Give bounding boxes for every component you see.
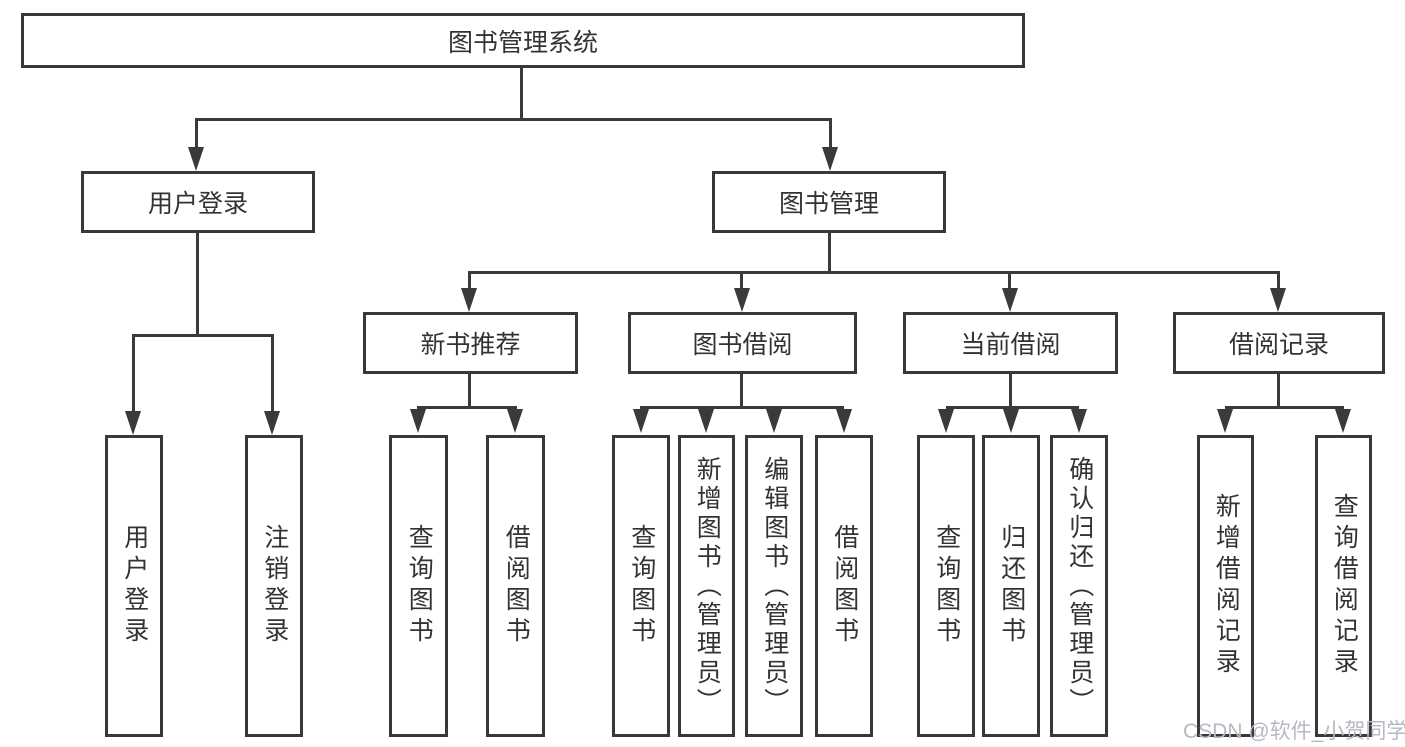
- leaf-user-login: 用户登录: [105, 435, 163, 737]
- arrowhead-down: [1071, 409, 1087, 433]
- node-current-borrow-label: 当前借阅: [960, 331, 1061, 359]
- connector-borrow-records-split: [1225, 406, 1344, 409]
- connector-current-borrow-drop: [1008, 271, 1011, 293]
- connector-book-borrow-split: [640, 406, 844, 409]
- node-book-borrow-label: 图书借阅: [692, 331, 793, 359]
- arrowhead-down: [507, 409, 523, 433]
- connector-current-borrow-split: [946, 406, 1079, 409]
- node-borrow-records: 借阅记录: [1173, 312, 1385, 374]
- leaf-add-borrow-record: 新增借阅记录: [1197, 435, 1254, 737]
- arrowhead-down: [1002, 288, 1018, 312]
- leaf-user-login-label: 用户登录: [120, 524, 149, 648]
- node-new-book-recommend-label: 新书推荐: [420, 331, 521, 359]
- leaf-edit-books-admin: 编辑图书（管理员）: [745, 435, 803, 737]
- leaf-borrow-books-recommend: 借阅图书: [486, 435, 545, 737]
- node-book-management-label: 图书管理: [778, 190, 879, 218]
- arrowhead-down: [188, 147, 204, 171]
- leaf-query-books-recommend: 查询图书: [389, 435, 448, 737]
- leaf-confirm-return-admin-label: 确认归还（管理员）: [1065, 455, 1094, 717]
- leaf-add-books-admin-label: 新增图书（管理员）: [693, 455, 722, 717]
- connector-new-books-split: [417, 406, 517, 409]
- leaf-borrow-books: 借阅图书: [815, 435, 873, 737]
- arrowhead-down: [633, 409, 649, 433]
- connector-root-stem: [520, 66, 523, 120]
- leaf-edit-books-admin-label: 编辑图书（管理员）: [760, 455, 789, 717]
- arrowhead-down: [938, 409, 954, 433]
- leaf-query-borrow-record: 查询借阅记录: [1315, 435, 1372, 737]
- leaf-logout-label: 注销登录: [260, 524, 289, 648]
- connector-root-split: [195, 118, 832, 121]
- connector-book-borrow-drop: [740, 271, 743, 293]
- arrowhead-down: [461, 288, 477, 312]
- connector-user-login-stem: [196, 232, 199, 336]
- leaf-query-books-borrow-label: 查询图书: [627, 524, 656, 648]
- arrowhead-down: [1217, 409, 1233, 433]
- arrowhead-down: [264, 411, 280, 435]
- node-new-book-recommend: 新书推荐: [363, 312, 578, 374]
- node-borrow-records-label: 借阅记录: [1228, 331, 1329, 359]
- connector-login-leaf-drop: [132, 334, 135, 414]
- arrowhead-down: [822, 147, 838, 171]
- connector-borrow-records-drop: [1277, 271, 1280, 293]
- arrowhead-down: [125, 411, 141, 435]
- node-book-management: 图书管理: [712, 171, 946, 233]
- arrowhead-down: [1335, 409, 1351, 433]
- leaf-add-borrow-record-label: 新增借阅记录: [1212, 493, 1241, 679]
- leaf-borrow-books-label: 借阅图书: [830, 524, 859, 648]
- leaf-confirm-return-admin: 确认归还（管理员）: [1050, 435, 1108, 737]
- leaf-borrow-books-recommend-label: 借阅图书: [502, 524, 531, 648]
- leaf-query-borrow-record-label: 查询借阅记录: [1330, 493, 1359, 679]
- arrowhead-down: [410, 409, 426, 433]
- connector-book-mgmt-stem: [828, 232, 831, 274]
- node-book-borrow: 图书借阅: [628, 312, 857, 374]
- node-current-borrow: 当前借阅: [903, 312, 1118, 374]
- arrowhead-down: [698, 409, 714, 433]
- leaf-return-books: 归还图书: [982, 435, 1040, 737]
- leaf-add-books-admin: 新增图书（管理员）: [678, 435, 735, 737]
- leaf-return-books-label: 归还图书: [997, 524, 1026, 648]
- connector-current-borrow-stem: [1009, 372, 1012, 408]
- node-user-login: 用户登录: [81, 171, 315, 233]
- connector-logout-leaf-drop: [271, 334, 274, 414]
- connector-book-mgmt-split: [468, 271, 1280, 274]
- arrowhead-down: [766, 409, 782, 433]
- node-root-label: 图书管理系统: [447, 28, 598, 57]
- arrowhead-down: [1003, 409, 1019, 433]
- connector-new-books-drop: [468, 271, 471, 293]
- connector-book-borrow-stem: [740, 372, 743, 408]
- leaf-query-books-current: 查询图书: [917, 435, 975, 737]
- node-user-login-label: 用户登录: [147, 190, 248, 218]
- arrowhead-down: [836, 409, 852, 433]
- leaf-logout: 注销登录: [245, 435, 303, 737]
- connector-new-books-stem: [468, 372, 471, 408]
- connector-borrow-records-stem: [1277, 372, 1280, 408]
- csdn-watermark: CSDN @软件_小贺同学: [1183, 720, 1405, 743]
- arrowhead-down: [1270, 288, 1286, 312]
- connector-user-login-split: [132, 334, 274, 337]
- arrowhead-down: [734, 288, 750, 312]
- leaf-query-books-borrow: 查询图书: [612, 435, 670, 737]
- connector-user-login-drop: [195, 118, 198, 150]
- leaf-query-books-current-label: 查询图书: [932, 524, 961, 648]
- leaf-query-books-recommend-label: 查询图书: [405, 524, 434, 648]
- connector-book-mgmt-drop: [829, 118, 832, 150]
- node-root: 图书管理系统: [21, 13, 1025, 68]
